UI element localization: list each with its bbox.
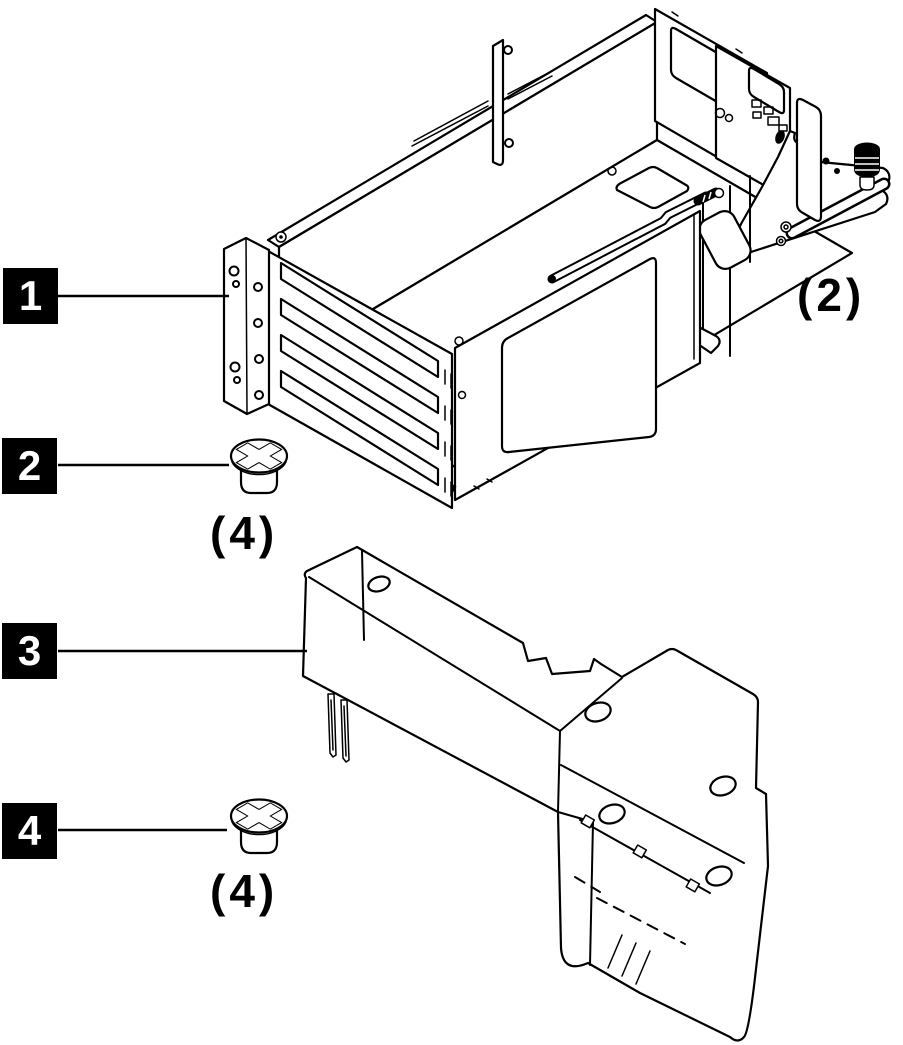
quantity-screw-bottom: (4) — [210, 865, 279, 917]
callout-2: 2 — [2, 438, 57, 494]
quantity-screw-top: (4) — [210, 507, 279, 559]
quantity-riser-cage: (2) — [797, 269, 866, 321]
thumbscrew-icon — [854, 142, 880, 191]
screw-icon-top — [229, 438, 289, 495]
screw-icon-bottom — [229, 798, 289, 855]
callout-3-label: 3 — [17, 627, 42, 674]
callout-4: 4 — [2, 803, 57, 859]
callout-3: 3 — [2, 623, 57, 679]
riser-cage-drawing — [222, 7, 891, 510]
callout-2-label: 2 — [17, 442, 42, 489]
air-baffle-drawing — [301, 545, 770, 1042]
callout-4-label: 4 — [17, 807, 42, 854]
callout-1: 1 — [3, 268, 58, 324]
callout-1-label: 1 — [18, 272, 43, 319]
